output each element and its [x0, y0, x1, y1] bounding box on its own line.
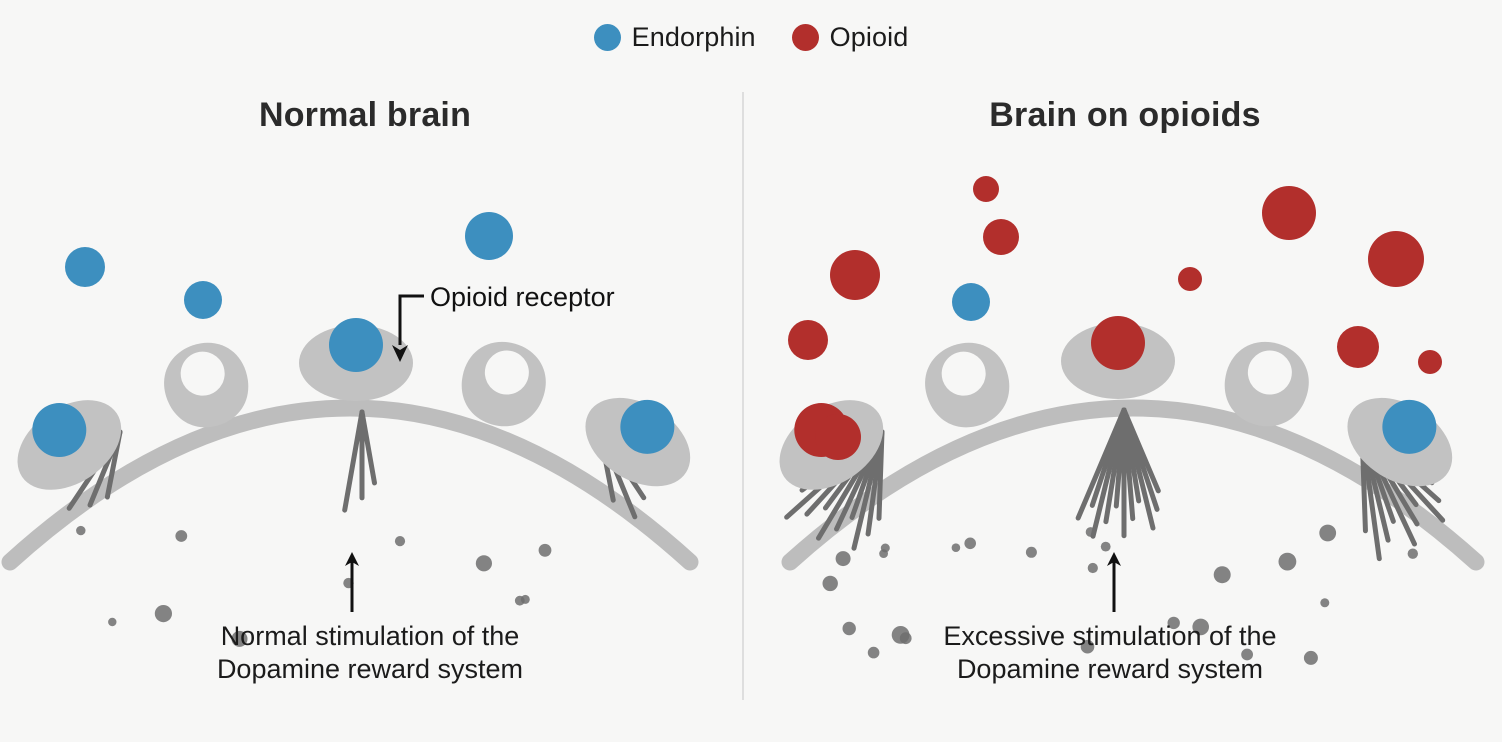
legend-item-endorphin: Endorphin: [593, 22, 756, 53]
receptor-empty: [164, 342, 249, 428]
dopamine-dot: [1241, 648, 1253, 661]
dopamine-dot: [475, 555, 492, 572]
dopamine-dot: [891, 626, 910, 644]
caption-right-line1: Excessive stimulation of the: [943, 621, 1277, 651]
dopamine-dot: [1025, 546, 1037, 558]
dopamine-dot: [842, 621, 856, 636]
bound-endorphin-icon: [32, 403, 87, 458]
receptor-occupied: [1061, 316, 1175, 399]
caption-right-line2: Dopamine reward system: [956, 653, 1264, 684]
dopamine-dot: [1407, 548, 1419, 559]
dopamine-dot: [879, 549, 888, 558]
dopamine-dot: [964, 537, 976, 550]
callout-label-opioid-receptor: Opioid receptor: [430, 282, 615, 312]
callout-arrow-head: [392, 345, 408, 362]
blue-circle-swatch-icon: [593, 24, 621, 51]
free-endorphin-icon: [65, 247, 105, 287]
free-opioid-icon: [1337, 326, 1379, 368]
legend-item-opioid: Opioid: [791, 22, 909, 53]
receptor-empty: [1224, 341, 1309, 427]
panel-graphics: [779, 176, 1485, 665]
free-opioid-icon: [1262, 186, 1316, 240]
dopamine-dot: [822, 575, 838, 592]
dopamine-dot: [538, 543, 552, 557]
dopamine-dot: [76, 525, 86, 536]
dopamine-dot: [1080, 639, 1095, 654]
dopamine-dot: [1213, 566, 1231, 584]
signal-line: [342, 409, 365, 513]
receptor-body: [925, 342, 1010, 428]
free-endorphin-icon: [952, 283, 990, 321]
dopamine-dot: [867, 646, 880, 659]
legend-label-endorphin: Endorphin: [631, 22, 756, 52]
dopamine-dot: [1319, 524, 1337, 542]
signal-line: [1075, 407, 1127, 521]
receptor-occupied: [299, 318, 413, 401]
receptor-body: [164, 342, 249, 428]
free-opioid-icon: [1368, 231, 1424, 287]
free-opioid-icon: [815, 414, 861, 460]
free-endorphin-icon: [465, 212, 513, 260]
bound-opioid-icon: [1091, 316, 1145, 370]
dopamine-dots: [76, 525, 552, 647]
dopamine-dot: [1087, 562, 1098, 574]
free-opioid-icon: [1178, 267, 1202, 291]
receptor-body: [461, 341, 546, 427]
legend: Endorphin Opioid: [0, 22, 1502, 53]
legend-label-opioid: Opioid: [829, 22, 909, 52]
dopamine-dot: [1100, 541, 1111, 552]
free-opioid-icon: [973, 176, 999, 202]
receptor-occupied: [1347, 397, 1453, 487]
caption-right: Excessive stimulation of the Dopamine re…: [800, 620, 1420, 686]
dopamine-dot: [1303, 650, 1318, 665]
red-circle-swatch-icon: [791, 24, 819, 51]
dopamine-dot: [154, 605, 172, 623]
receptor-occupied: [585, 397, 691, 487]
bound-endorphin-icon: [620, 399, 675, 454]
dopamine-dot: [951, 543, 961, 552]
receptor-empty: [925, 342, 1010, 428]
caption-left-line2: Dopamine reward system: [216, 653, 524, 684]
panel-title-left: Normal brain: [258, 96, 472, 134]
dopamine-dot: [1278, 552, 1297, 571]
bound-endorphin-icon: [329, 318, 383, 372]
panel-divider: [742, 92, 744, 700]
caption-left: Normal stimulation of the Dopamine rewar…: [60, 620, 680, 686]
free-opioid-icon: [830, 250, 880, 300]
callout-line: [398, 294, 424, 345]
dopamine-dot: [1320, 598, 1330, 608]
dopamine-dot: [835, 551, 851, 567]
arrow-head: [1107, 552, 1121, 566]
dopamine-dots: [822, 524, 1419, 665]
dopamine-dot: [1167, 616, 1180, 630]
dopamine-dot: [1085, 527, 1096, 537]
dopamine-dot: [175, 530, 188, 542]
callout-arrow-icon: [392, 294, 424, 362]
free-opioid-icon: [983, 219, 1019, 255]
panel-title-right: Brain on opioids: [989, 96, 1261, 134]
arrow-head: [345, 552, 359, 566]
stimulation-arrow-icon: [345, 552, 359, 612]
free-opioid-icon: [788, 320, 828, 360]
receptor-empty: [461, 341, 546, 427]
bound-endorphin-icon: [1382, 399, 1437, 454]
dopamine-dot: [394, 536, 406, 547]
signal-burst: [342, 409, 378, 513]
panel-graphics: [1, 212, 699, 647]
free-opioid-icon: [1418, 350, 1442, 374]
receptor-occupied: [17, 400, 122, 490]
receptor-body: [1224, 341, 1309, 427]
stimulation-arrow-icon: [1107, 552, 1121, 612]
free-endorphin-icon: [184, 281, 222, 319]
signal-burst: [1075, 407, 1161, 539]
caption-left-line1: Normal stimulation of the: [220, 621, 520, 651]
dopamine-dot: [231, 630, 248, 647]
dopamine-dot: [1192, 618, 1209, 636]
dopamine-dot: [514, 595, 525, 606]
dopamine-dot: [108, 617, 117, 627]
